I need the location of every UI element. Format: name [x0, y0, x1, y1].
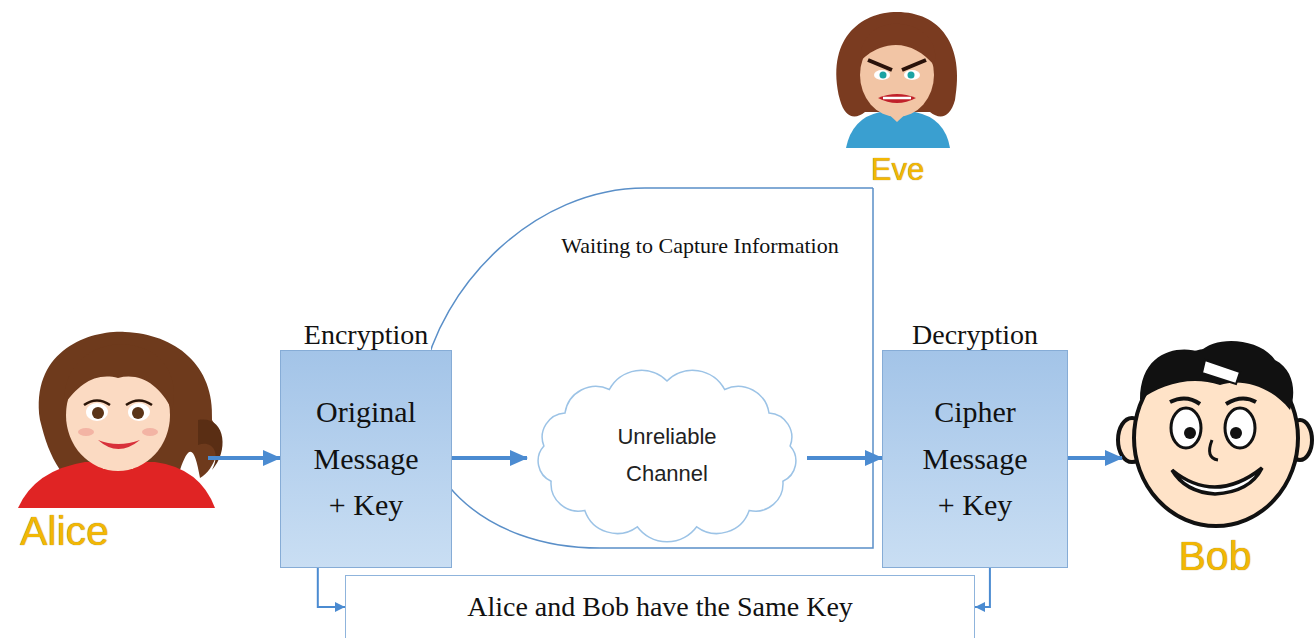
box-heading: Decryption — [882, 320, 1068, 350]
figure-name: Eve — [830, 152, 965, 188]
bob-figure — [1118, 341, 1312, 526]
box-heading-text: Encryption — [301, 319, 431, 350]
cloud-outline — [527, 365, 807, 545]
box-text: Alice and Bob have the Same Key — [467, 591, 853, 623]
box-text: Cipher Message + Key — [923, 389, 1028, 529]
cloud-text: Unreliable Channel — [617, 418, 716, 493]
flow-arrow — [208, 456, 280, 460]
alice-figure-node: Alice — [5, 330, 208, 555]
alice-figure — [18, 332, 223, 508]
flow-arrow — [1068, 456, 1122, 460]
flow-arrow — [452, 456, 527, 460]
decryption-box: DecryptionCipher Message + Key — [882, 320, 1068, 568]
eve-figure — [836, 12, 957, 148]
box-body: Original Message + Key — [280, 350, 452, 568]
flow-arrow — [807, 456, 882, 460]
box-heading-text: Decryption — [909, 319, 1041, 350]
eavesdrop-note: Waiting to Capture Information — [560, 230, 840, 262]
eavesdrop-loop — [420, 188, 873, 548]
cloud-text-holder: Unreliable Channel — [527, 365, 807, 545]
cloud-shape — [538, 370, 796, 542]
box-heading: Encryption — [280, 320, 452, 350]
shared-key-box: Alice and Bob have the Same Key — [345, 575, 975, 638]
eve-figure-node: Eve — [830, 8, 965, 188]
figure-name: Alice — [5, 508, 208, 555]
channel-cloud: Unreliable Channel — [527, 365, 807, 545]
figure-name: Bob — [1122, 533, 1308, 580]
bob-figure-node: Bob — [1122, 345, 1308, 580]
box-body: Cipher Message + Key — [882, 350, 1068, 568]
key-arrow — [975, 568, 990, 607]
key-arrow — [318, 568, 345, 607]
box-text: Original Message + Key — [314, 389, 419, 529]
encryption-box: EncryptionOriginal Message + Key — [280, 320, 452, 568]
